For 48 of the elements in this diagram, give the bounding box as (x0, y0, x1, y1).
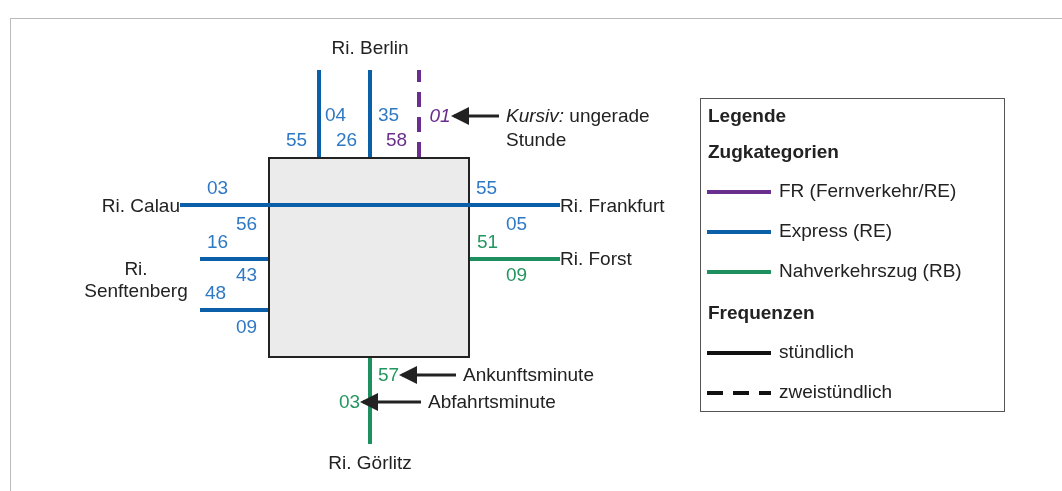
arrow (399, 366, 456, 384)
minute-number: 56 (236, 213, 258, 235)
minute-number: 26 (336, 129, 358, 151)
rail-line (417, 70, 421, 157)
minute-number: 55 (476, 177, 498, 199)
legend-text: Express (RE) (779, 220, 892, 242)
minute-number: 43 (236, 264, 258, 286)
legend-text: zweistündlich (779, 381, 892, 403)
direction-label: Ri. Berlin (290, 36, 450, 70)
rail-line (368, 70, 372, 157)
direction-label: Ri. Frankfurt (560, 194, 690, 218)
minute-number: 51 (477, 231, 499, 253)
direction-label: Ri. Calau (78, 194, 180, 218)
rail-line (368, 358, 372, 444)
rail-line (180, 203, 268, 207)
annotation-text: Abfahrtsminute (421, 391, 582, 413)
rail-line (200, 257, 268, 261)
annotation-text: Ankunftsminute (456, 364, 622, 386)
rail-line (470, 203, 560, 207)
minute-number: 48 (205, 282, 227, 304)
minute-number: 01 (426, 105, 454, 127)
rail-line (317, 70, 321, 157)
station-box (268, 157, 470, 358)
arrow (451, 107, 499, 125)
minute-number: 55 (286, 129, 308, 151)
legend-heading: Legende (708, 105, 787, 127)
minute-number: 03 (207, 177, 229, 199)
direction-label: Ri. Forst (560, 247, 640, 271)
minute-number: 35 (378, 104, 400, 126)
minute-number: 09 (236, 316, 258, 338)
minute-number: 05 (506, 213, 528, 235)
rail-line (470, 257, 560, 261)
rail-line (200, 308, 268, 312)
minute-number: 04 (325, 104, 347, 126)
direction-label: Ri. Görlitz (320, 444, 420, 476)
legend-heading: Frequenzen (708, 302, 815, 324)
minute-number: 03 (336, 391, 363, 413)
arrow (360, 393, 421, 411)
annotation-text: Kursiv: ungerade Stunde (499, 104, 685, 152)
legend-heading: Zugkategorien (708, 141, 839, 163)
legend-text: Nahverkehrszug (RB) (779, 260, 962, 282)
legend-text: stündlich (779, 341, 854, 363)
direction-label: Ri. Senftenberg (72, 257, 200, 303)
legend-text: FR (Fernverkehr/RE) (779, 180, 957, 202)
minute-number: 16 (207, 231, 229, 253)
minute-number: 09 (506, 264, 528, 286)
minute-number: 57 (375, 364, 402, 386)
minute-number: 58 (386, 129, 408, 151)
